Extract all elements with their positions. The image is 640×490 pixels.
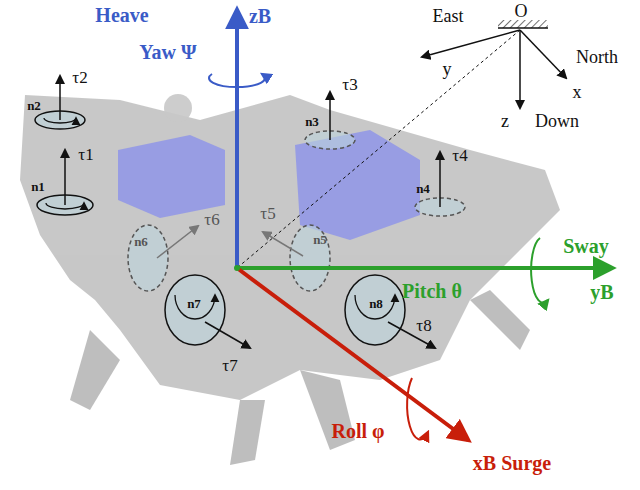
pitch-mark [531, 238, 548, 303]
thrust-label: τ2 [72, 69, 87, 88]
frame-label: x [573, 83, 582, 103]
yaw-mark [209, 74, 265, 87]
y-axis [237, 266, 612, 270]
thruster-label: n1 [31, 180, 45, 194]
thruster-label: n7 [187, 297, 201, 311]
thrust-arrow [60, 76, 440, 348]
axis-label: xB Surge [473, 452, 551, 474]
frame-label: Down [535, 112, 579, 132]
thrust-label: τ3 [342, 76, 357, 95]
rotation-mark [44, 118, 395, 319]
thruster [35, 111, 465, 345]
axis-name: Roll φ [331, 420, 384, 442]
thruster-label: n6 [134, 235, 148, 249]
thruster-label: n2 [27, 99, 41, 113]
ned-frame [237, 20, 566, 268]
body-origin [234, 265, 240, 271]
thrust-label: τ7 [222, 357, 237, 376]
thrust-label: τ4 [452, 147, 467, 166]
frame-label: y [443, 60, 452, 80]
thrust-label: τ5 [260, 205, 275, 224]
vehicle-body [20, 95, 560, 465]
thruster-label: n8 [369, 297, 383, 311]
frame-label: East [433, 7, 464, 27]
thrust-label: τ8 [416, 317, 431, 336]
thruster-label: n5 [313, 233, 327, 247]
roll-mark [407, 378, 428, 439]
frame-label: z [501, 112, 509, 132]
axis-name: Yaw Ψ [139, 41, 196, 63]
z-axis [235, 10, 239, 268]
frame-label: O [515, 2, 528, 22]
thrust-label: τ6 [204, 211, 219, 230]
axis-name: Pitch θ [402, 280, 462, 302]
thruster-label: n3 [305, 115, 319, 129]
x-axis [237, 268, 468, 440]
axis-label: zB [249, 5, 271, 27]
axis-name: Heave [95, 4, 148, 26]
thruster-label: n4 [416, 182, 430, 196]
frame-label: North [576, 48, 618, 68]
fairing [118, 94, 420, 240]
axis-label: yB [590, 281, 613, 303]
thrust-label: τ1 [78, 146, 93, 165]
axis-name: Sway [563, 235, 609, 257]
